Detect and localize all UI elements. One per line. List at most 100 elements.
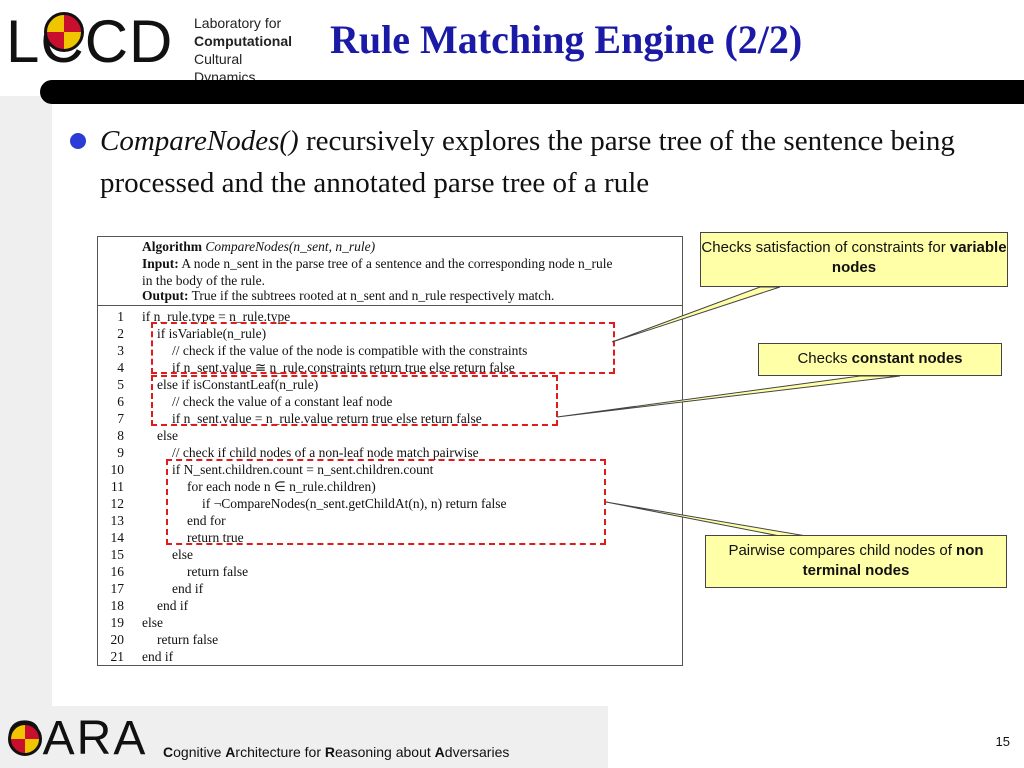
slide-frame-left bbox=[0, 96, 52, 708]
algorithm-line-code: end if bbox=[157, 598, 189, 613]
algorithm-line-number: 7 bbox=[117, 411, 124, 426]
slide-title: Rule Matching Engine (2/2) bbox=[330, 17, 803, 62]
tagline-initial: C bbox=[163, 744, 174, 760]
cara-flag-icon bbox=[8, 722, 42, 756]
tagline-word: ognitive bbox=[173, 744, 226, 760]
algorithm-line-code: for each node n ∈ n_rule.children) bbox=[187, 479, 376, 494]
algorithm-line: 18 end if bbox=[98, 598, 682, 615]
constant-nodes-callout: Checks constant nodes bbox=[758, 343, 1002, 376]
bullet-text: CompareNodes() recursively explores the … bbox=[100, 120, 1000, 204]
algorithm-line: 14 return true bbox=[98, 530, 682, 547]
algorithm-line-code: end if bbox=[172, 581, 204, 596]
algorithm-line-code: return false bbox=[157, 632, 219, 647]
algorithm-line: 12 if ¬CompareNodes(n_sent.getChildAt(n),… bbox=[98, 496, 682, 513]
maryland-flag-icon bbox=[44, 12, 84, 52]
algorithm-line-number: 9 bbox=[117, 445, 124, 460]
bullet-rest: recursively explores the parse tree of t… bbox=[100, 125, 955, 199]
algorithm-line: 19 else bbox=[98, 615, 682, 632]
algorithm-line-code: else bbox=[142, 615, 163, 630]
algorithm-line-code: // check if the value of the node is com… bbox=[172, 343, 528, 358]
algorithm-header: Algorithm CompareNodes(n_sent, n_rule) I… bbox=[98, 237, 682, 306]
algorithm-input-line: Input: A node n_sent in the parse tree o… bbox=[142, 256, 613, 271]
algorithm-line-code: if n_sent.value = n_rule.value return tr… bbox=[172, 411, 482, 426]
algorithm-line: 5 else if isConstantLeaf(n_rule) bbox=[98, 377, 682, 394]
algorithm-line: 11 for each node n ∈ n_rule.children) bbox=[98, 479, 682, 496]
algorithm-line-number: 11 bbox=[111, 479, 124, 494]
algorithm-line-number: 5 bbox=[117, 377, 124, 392]
tagline-word: rchitecture for bbox=[235, 744, 325, 760]
algorithm-line-number: 20 bbox=[110, 632, 125, 647]
algorithm-line: 10 if N_sent.children.count = n_sent.chil… bbox=[98, 462, 682, 479]
algorithm-line-number: 19 bbox=[110, 615, 125, 630]
algorithm-line-code: end if bbox=[142, 649, 174, 664]
algorithm-name-line: Algorithm CompareNodes(n_sent, n_rule) bbox=[142, 239, 376, 254]
algorithm-line-code: else bbox=[157, 428, 178, 443]
algorithm-output-line: Output: True if the subtrees rooted at n… bbox=[142, 288, 555, 303]
algorithm-line-number: 3 bbox=[117, 343, 124, 358]
algorithm-line-code: if n_rule.type = n_rule.type bbox=[142, 309, 291, 324]
algorithm-line-code: return false bbox=[187, 564, 249, 579]
algorithm-line-number: 12 bbox=[110, 496, 125, 511]
slide-frame-bottom bbox=[0, 706, 608, 768]
algorithm-line-number: 18 bbox=[110, 598, 125, 613]
lccd-line-2: Computational bbox=[194, 33, 292, 49]
pairwise-callout: Pairwise compares child nodes of non ter… bbox=[705, 535, 1007, 588]
algorithm-line-number: 14 bbox=[110, 530, 125, 545]
algorithm-line: 1 if n_rule.type = n_rule.type bbox=[98, 309, 682, 326]
algorithm-line-number: 21 bbox=[110, 649, 125, 664]
constant-node-highlight bbox=[151, 375, 558, 426]
algorithm-line: 9// check if child nodes of a non-leaf n… bbox=[98, 445, 682, 462]
algorithm-box: Algorithm CompareNodes(n_sent, n_rule) I… bbox=[97, 236, 683, 666]
cara-tagline: Cognitive Architecture for Reasoning abo… bbox=[163, 744, 509, 760]
algorithm-line-code: if n_sent.value ≅ n_rule.constraints ret… bbox=[172, 360, 515, 375]
algorithm-line-number: 10 bbox=[110, 462, 125, 477]
algorithm-line: 17 end if bbox=[98, 581, 682, 598]
algorithm-line: 16 return false bbox=[98, 564, 682, 581]
algorithm-line-number: 16 bbox=[110, 564, 125, 579]
variable-node-highlight bbox=[151, 322, 615, 374]
tagline-word: dversaries bbox=[444, 744, 510, 760]
tagline-word: easoning about bbox=[335, 744, 435, 760]
lccd-line-1: Laboratory for bbox=[194, 15, 282, 31]
algorithm-line: 2 if isVariable(n_rule) bbox=[98, 326, 682, 343]
algorithm-line: 4 if n_sent.value ≅ n_rule.constraints re… bbox=[98, 360, 682, 377]
algorithm-line: 21 end if bbox=[98, 649, 682, 666]
algorithm-line-number: 1 bbox=[117, 309, 124, 324]
variable-nodes-callout: Checks satisfaction of constraints for v… bbox=[700, 232, 1008, 287]
algorithm-line-number: 4 bbox=[117, 360, 124, 375]
algorithm-line: 20 return false bbox=[98, 632, 682, 649]
algorithm-line-code: else if isConstantLeaf(n_rule) bbox=[157, 377, 319, 392]
algorithm-line-code: if N_sent.children.count = n_sent.childr… bbox=[172, 462, 434, 477]
page-number: 15 bbox=[995, 734, 1010, 749]
algorithm-line: 13 end for bbox=[98, 513, 682, 530]
algorithm-line: 6 // check the value of a constant leaf n… bbox=[98, 394, 682, 411]
lccd-logo: LCCD Laboratory for Computational Cultur… bbox=[6, 8, 306, 86]
bullet-icon bbox=[70, 133, 86, 149]
tagline-initial: R bbox=[324, 744, 336, 760]
algorithm-line-code: // check the value of a constant leaf no… bbox=[172, 394, 393, 409]
tagline-initial: A bbox=[225, 744, 236, 760]
algorithm-line-code: end for bbox=[187, 513, 226, 528]
lccd-logo-letters: LCCD bbox=[6, 8, 174, 75]
algorithm-input-line-2: in the body of the rule. bbox=[142, 273, 265, 288]
tagline-initial: A bbox=[434, 744, 445, 760]
bullet-lead: CompareNodes() bbox=[100, 125, 299, 157]
algorithm-line: 3 // check if the value of the node is co… bbox=[98, 343, 682, 360]
algorithm-line-code: if ¬CompareNodes(n_sent.getChildAt(n), n… bbox=[202, 496, 507, 511]
algorithm-line-number: 17 bbox=[110, 581, 125, 596]
algorithm-line-number: 13 bbox=[110, 513, 125, 528]
algorithm-line-number: 6 bbox=[117, 394, 124, 409]
algorithm-line-number: 15 bbox=[110, 547, 125, 562]
child-nodes-highlight bbox=[166, 459, 606, 545]
constant-callout-pointer bbox=[556, 375, 901, 418]
algorithm-line: 15 else bbox=[98, 547, 682, 564]
variable-callout-pointer bbox=[611, 286, 781, 343]
title-underline-bar bbox=[40, 80, 1024, 104]
algorithm-line: 7 if n_sent.value = n_rule.value return t… bbox=[98, 411, 682, 428]
algorithm-line-number: 8 bbox=[117, 428, 124, 443]
algorithm-line-code: return true bbox=[187, 530, 244, 545]
algorithm-line-number: 2 bbox=[117, 326, 124, 341]
algorithm-line-code: if isVariable(n_rule) bbox=[157, 326, 267, 341]
algorithm-line-code: else bbox=[172, 547, 193, 562]
